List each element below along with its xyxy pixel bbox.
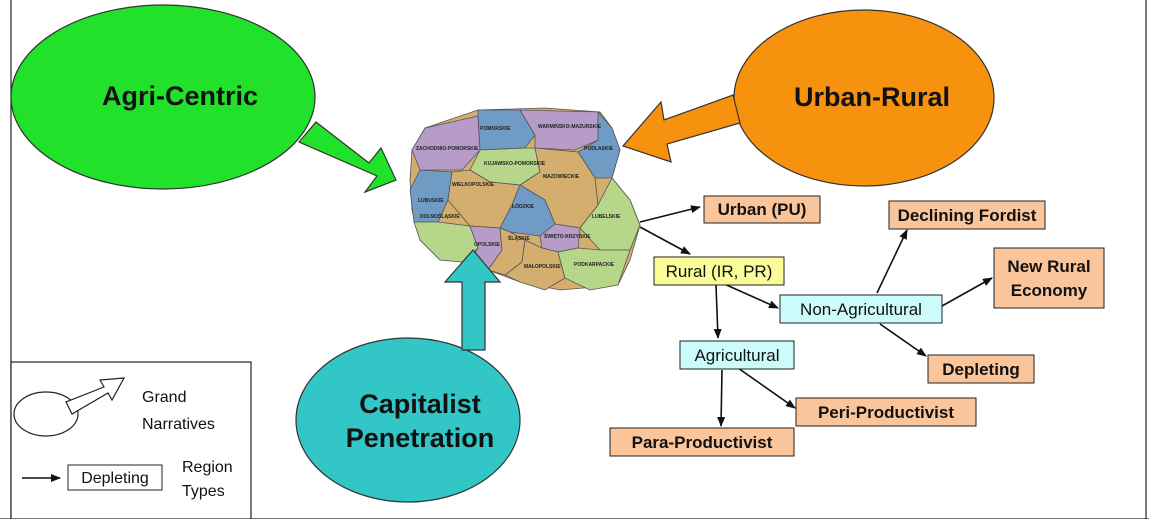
legend-sample-box	[67, 464, 163, 491]
map-label-dolnoslaskie: DOLNOŚLĄSKIE	[420, 213, 460, 220]
box-peri-productivist	[795, 397, 977, 427]
map-label-lodzkie: ŁÓDZKIE	[512, 202, 535, 210]
region-podlaskie	[577, 110, 621, 179]
box-agricultural	[679, 340, 795, 370]
map-label-podkarpackie: PODKARPACKIE	[574, 262, 615, 268]
legend-region-line2: Types	[182, 483, 225, 500]
box-depleting-label: Depleting	[942, 360, 1019, 379]
legend-grand-line1: Grand	[142, 389, 186, 406]
region-warminskomazurskie	[519, 109, 601, 151]
region-zachodniopomorskie	[411, 115, 481, 171]
narrative-capitalist-penetration	[295, 337, 521, 503]
box-declining-fordist-label: Declining Fordist	[898, 206, 1037, 225]
map-label-swietokrzyskie: ŚWIĘTO-KRZYSKIE	[544, 233, 591, 240]
map-label-lubelskie: LUBELSKIE	[592, 214, 621, 220]
map-label-opolskie: OPOLSKIE	[474, 242, 501, 248]
poland-map: POMORSKIE WARMIŃSKO-MAZURSKIE ZACHODNIO-…	[409, 107, 641, 291]
connector-nonagri-to-newrural	[941, 277, 993, 307]
map-label-kujawsko: KUJAWSKO-POMORSKIE	[484, 161, 546, 167]
arrow-urban-to-map	[621, 94, 741, 163]
connector-rural-to-agri	[713, 284, 722, 339]
legend-grand-line2: Narratives	[142, 416, 215, 433]
map-label-slaskie: ŚLĄSKIE	[508, 235, 530, 242]
box-urban	[703, 195, 821, 224]
box-depleting	[927, 354, 1035, 384]
box-para-productivist	[609, 427, 795, 457]
map-label-wielkopolskie: WIELKOPOLSKIE	[452, 182, 495, 188]
box-new-rural-line2: Economy	[1011, 281, 1088, 300]
narrative-urban-rural-label: Urban-Rural	[794, 82, 950, 112]
narrative-agri-centric-label: Agri-Centric	[102, 81, 258, 111]
connector-nonagri-to-depleting	[879, 323, 927, 357]
region-lubelskie	[579, 177, 641, 251]
box-urban-label: Urban (PU)	[718, 200, 807, 219]
box-non-agricultural	[779, 294, 943, 324]
map-label-podlaskie: PODLASKIE	[584, 146, 614, 152]
legend-sample-box-label: Depleting	[81, 470, 149, 487]
narrative-capitalist-label-line2: Penetration	[346, 423, 495, 453]
arrow-agri-to-map	[298, 121, 397, 194]
box-new-rural-economy	[993, 247, 1105, 309]
box-agricultural-label: Agricultural	[694, 346, 779, 365]
connector-agri-to-peri	[737, 367, 796, 409]
box-peri-productivist-label: Peri-Productivist	[818, 403, 954, 422]
legend-region-line1: Region	[182, 459, 233, 476]
box-para-productivist-label: Para-Productivist	[632, 433, 773, 452]
region-malopolskie	[504, 239, 566, 291]
legend-ellipse-icon	[13, 391, 79, 437]
map-label-pomorskie: POMORSKIE	[480, 126, 511, 132]
narrative-agri-centric	[10, 4, 316, 190]
arrow-capitalist-to-map	[443, 249, 502, 351]
connector-agri-to-para	[717, 369, 726, 427]
legend: Grand Narratives Depleting Region Types	[10, 361, 252, 520]
map-label-warminsko: WARMIŃSKO-MAZURSKIE	[538, 122, 602, 130]
connector-rural-to-nonagri	[721, 282, 779, 309]
connector-map-to-rural	[639, 226, 691, 255]
legend-frame	[10, 361, 252, 520]
map-label-mazowieckie: MAZOWIECKIE	[543, 174, 580, 180]
region-podkarpackie	[557, 247, 631, 291]
box-new-rural-line1: New Rural	[1007, 257, 1090, 276]
connector-nonagri-to-fordist	[876, 229, 908, 294]
map-label-lubuskie: LUBUSKIE	[418, 198, 444, 204]
map-label-zachodnio: ZACHODNIO-POMORSKIE	[416, 146, 479, 152]
box-rural	[653, 256, 785, 286]
box-declining-fordist	[888, 200, 1046, 230]
narrative-capitalist-label-line1: Capitalist	[359, 389, 481, 419]
legend-block-arrow-icon	[65, 377, 126, 415]
connector-map-to-urban	[639, 205, 701, 223]
box-non-agricultural-label: Non-Agricultural	[800, 300, 922, 319]
map-label-malopolskie: MAŁOPOLSKIE	[524, 264, 561, 270]
box-rural-label: Rural (IR, PR)	[666, 262, 773, 281]
